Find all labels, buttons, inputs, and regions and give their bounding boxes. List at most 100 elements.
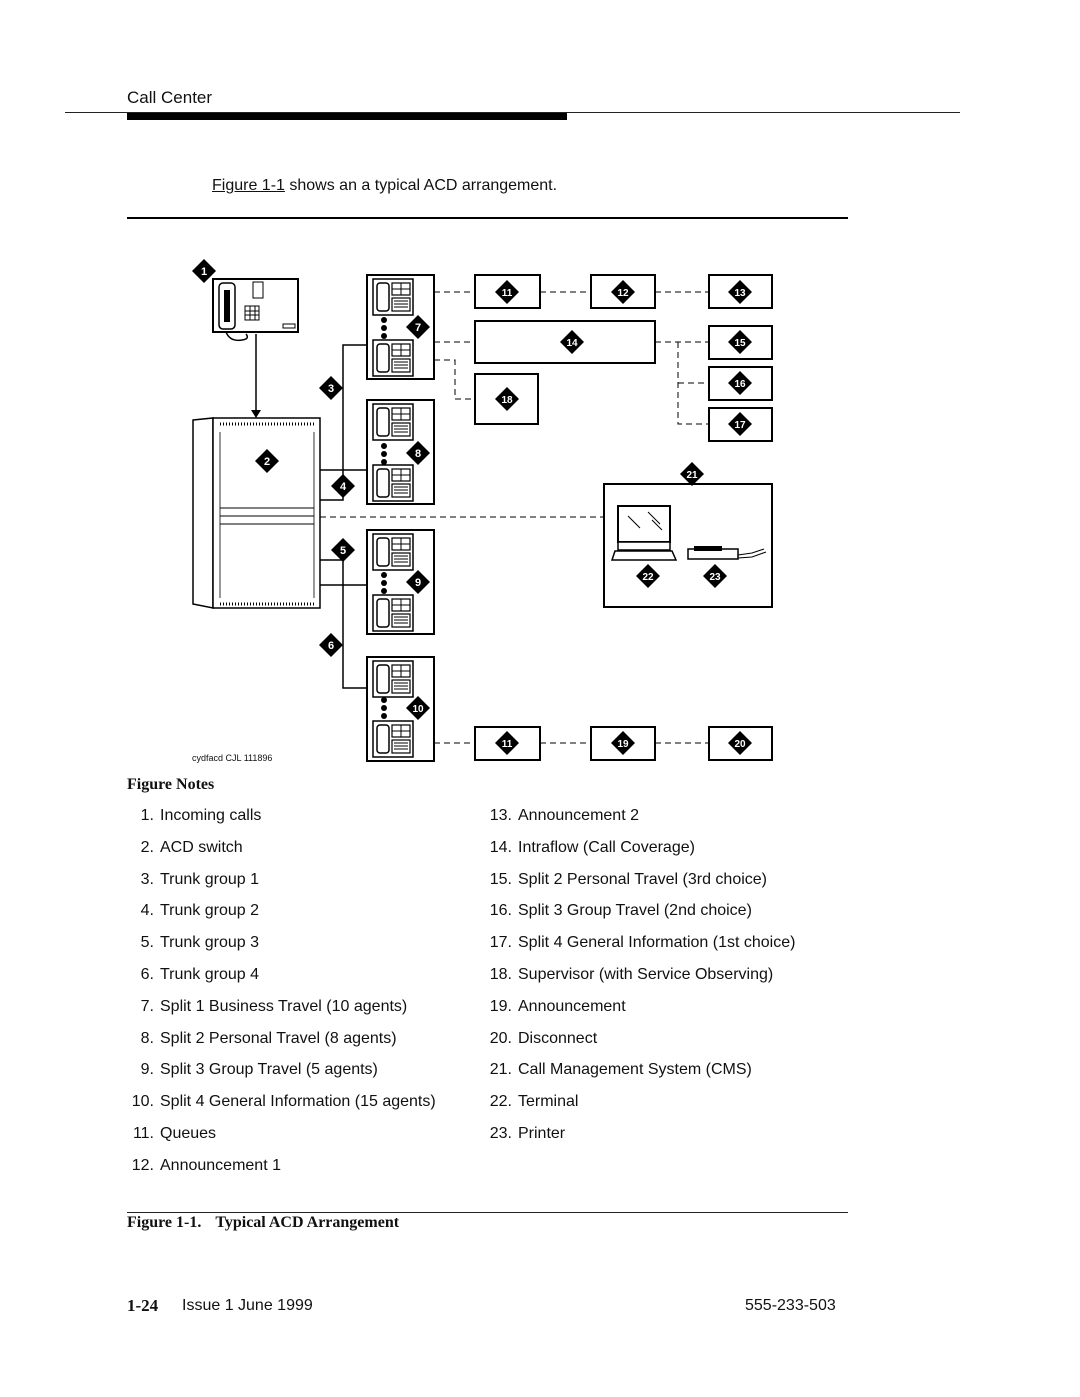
callout-label: 7 — [415, 322, 421, 334]
incoming-telephone-icon — [212, 278, 299, 342]
figure-caption: Figure 1-1.Typical ACD Arrangement — [127, 1214, 399, 1232]
note-number: 23. — [489, 1125, 512, 1142]
figure-note-item: 23. Printer — [486, 1125, 565, 1143]
callout-label: 4 — [340, 481, 347, 493]
callout-diamond — [636, 564, 660, 588]
callout-label: 11 — [502, 288, 513, 299]
note-number: 7. — [140, 997, 154, 1015]
note-number: 8. — [140, 1029, 154, 1047]
caption-rule — [127, 1212, 848, 1213]
diagram-credit: cydfacd CJL 111896 — [192, 753, 273, 763]
note-text: Disconnect — [518, 1029, 598, 1047]
callout-diamond — [560, 330, 584, 354]
intro-paragraph: Figure 1-1 shows an a typical ACD arrang… — [212, 177, 557, 195]
callout-label: 21 — [686, 470, 698, 481]
note-number: 2. — [140, 838, 154, 856]
terminal-icon — [610, 505, 678, 561]
callout-2: 2 — [255, 449, 279, 473]
note-text: Printer — [518, 1125, 566, 1142]
note-number: 10. — [131, 1093, 154, 1111]
note-number: 15. — [489, 870, 512, 888]
callout-label: 6 — [328, 640, 334, 652]
note-number: 6. — [140, 966, 154, 983]
callout-14: 14 — [560, 330, 584, 354]
callout-21: 21 — [680, 462, 704, 486]
callout-diamond — [728, 371, 752, 395]
printer-icon — [687, 546, 767, 560]
note-text: Trunk group 1 — [160, 870, 260, 888]
callout-10: 10 — [406, 696, 430, 720]
callout-label: 2 — [264, 456, 270, 468]
note-number: 20. — [489, 1029, 512, 1047]
note-text: Split 3 Group Travel (2nd choice) — [518, 902, 752, 920]
callout-label: 22 — [642, 572, 654, 583]
supervisor-box — [474, 373, 539, 425]
callout-16: 16 — [728, 371, 752, 395]
callout-label: 12 — [617, 288, 629, 299]
figure-note-item: 5.Trunk group 3 — [127, 934, 259, 952]
note-number: 14. — [489, 838, 512, 856]
figure-note-item: 9.Split 3 Group Travel (5 agents) — [127, 1061, 378, 1079]
note-number: 22. — [489, 1093, 512, 1111]
callout-3: 3 — [319, 376, 343, 400]
callout-diamond — [319, 633, 343, 657]
note-text: Supervisor (with Service Observing) — [518, 966, 774, 983]
callout-diamond — [406, 315, 430, 339]
callout-diamond — [495, 731, 519, 755]
callout-diamond — [728, 412, 752, 436]
figure-note-item: 16.Split 3 Group Travel (2nd choice) — [486, 902, 752, 920]
callout-label: 17 — [734, 420, 746, 431]
intro-text: shows an a typical ACD arrangement. — [284, 177, 558, 194]
callout-label: 10 — [412, 704, 424, 715]
callout-label: 14 — [566, 338, 578, 349]
note-number: 21. — [489, 1061, 512, 1079]
note-text: Call Management System (CMS) — [518, 1061, 752, 1079]
callout-12: 12 — [611, 280, 635, 304]
figure-note-item: 15. Split 2 Personal Travel (3rd choice) — [486, 871, 767, 889]
callout-label: 11 — [502, 739, 513, 750]
callout-diamond — [192, 259, 216, 283]
note-text: Split 2 Personal Travel (8 agents) — [160, 1029, 397, 1047]
note-number: 1. — [140, 807, 154, 824]
callout-15: 15 — [728, 330, 752, 354]
callout-11: 11 — [495, 731, 519, 755]
callout-6: 6 — [319, 633, 343, 657]
note-number: 19. — [489, 997, 512, 1015]
callout-label: 16 — [734, 379, 746, 390]
caption-label: Figure 1-1. — [127, 1214, 202, 1231]
callout-diamond — [255, 449, 279, 473]
figure-note-item: 1.Incoming calls — [127, 807, 262, 825]
callout-4: 4 — [331, 474, 355, 498]
callout-label: 1 — [201, 266, 207, 278]
note-text: Announcement — [518, 997, 626, 1015]
figure-note-item: 20. Disconnect — [486, 1030, 597, 1048]
page-number: 1-24 — [127, 1296, 159, 1315]
header-rule-thick — [127, 113, 567, 120]
figure-note-item: 14. Intraflow (Call Coverage) — [486, 839, 695, 857]
callout-diamond — [319, 376, 343, 400]
callout-11: 11 — [495, 280, 519, 304]
callout-13: 13 — [728, 280, 752, 304]
note-number: 11. — [132, 1125, 154, 1142]
figure-note-item: 4.Trunk group 2 — [127, 902, 259, 920]
figure-link[interactable]: Figure 1-1 — [212, 177, 285, 194]
figure-note-item: 19. Announcement — [486, 998, 626, 1016]
note-text: Split 2 Personal Travel (3rd choice) — [518, 870, 767, 888]
note-text: Intraflow (Call Coverage) — [518, 838, 695, 856]
note-text: ACD switch — [160, 838, 243, 856]
note-number: 5. — [140, 934, 154, 952]
callout-label: 23 — [709, 572, 721, 583]
note-text: Trunk group 4 — [160, 966, 260, 983]
note-text: Announcement 2 — [518, 807, 639, 824]
figure-note-item: 3.Trunk group 1 — [127, 871, 259, 889]
note-text: Split 4 General Information (1st choice) — [518, 934, 796, 952]
note-text: Announcement 1 — [160, 1156, 281, 1174]
callout-diamond — [703, 564, 727, 588]
callout-23: 23 — [703, 564, 727, 588]
note-text: Queues — [160, 1125, 217, 1142]
note-text: Split 1 Business Travel (10 agents) — [160, 997, 408, 1015]
figure-note-item: 21. Call Management System (CMS) — [486, 1061, 752, 1079]
callout-label: 15 — [734, 338, 746, 349]
callout-diamond — [728, 280, 752, 304]
callout-8: 8 — [406, 441, 430, 465]
